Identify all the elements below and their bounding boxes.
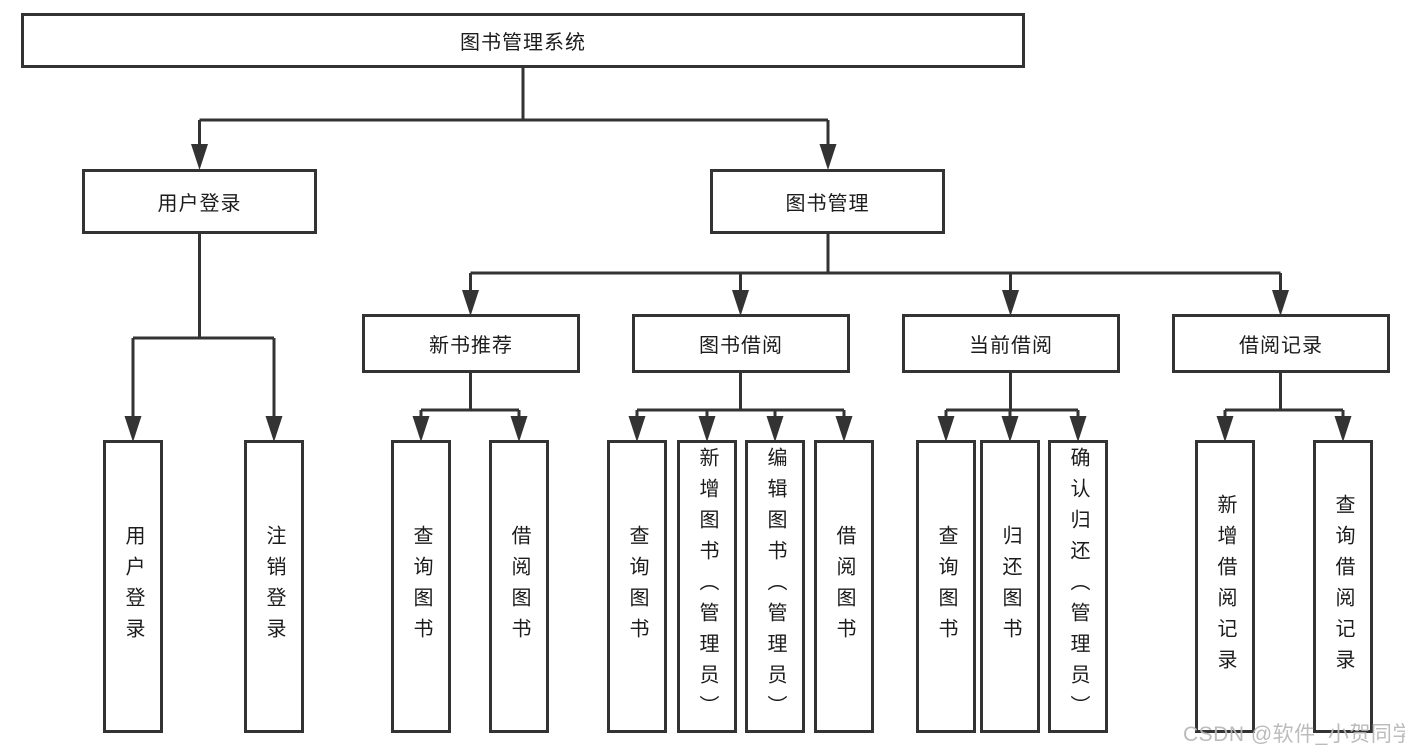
leaf-return-books: 归还图书 xyxy=(980,440,1040,733)
node-label: 图书管理系统 xyxy=(460,32,586,54)
node-label: 图书管理 xyxy=(785,193,870,215)
leaf-edit-books-admin: 编辑图书（管理员） xyxy=(745,440,805,733)
node-book-borrowing: 图书借阅 xyxy=(632,314,850,373)
leaf-borrow-books-recommend: 借阅图书 xyxy=(489,440,549,733)
node-label: 查询图书 xyxy=(626,524,648,649)
node-library-management-system: 图书管理系统 xyxy=(21,13,1025,68)
node-label: 查询图书 xyxy=(410,524,432,649)
node-label: 新增借阅记录 xyxy=(1214,493,1236,680)
leaf-logout: 注销登录 xyxy=(244,440,304,733)
node-label: 当前借阅 xyxy=(969,335,1053,357)
leaf-borrow-books-borrowing: 借阅图书 xyxy=(814,440,874,733)
node-label: 编辑图书（管理员） xyxy=(764,447,786,726)
node-label: 用户登录 xyxy=(122,524,144,649)
node-label: 归还图书 xyxy=(999,524,1021,649)
node-label: 借阅图书 xyxy=(508,524,530,649)
node-label: 图书借阅 xyxy=(699,335,783,357)
node-label: 用户登录 xyxy=(157,193,242,215)
node-label: 查询图书 xyxy=(935,524,957,649)
leaf-confirm-return-admin: 确认归还（管理员） xyxy=(1048,440,1108,733)
watermark: CSDN @软件_小贺同学 xyxy=(1183,723,1405,746)
node-new-book-recommendation: 新书推荐 xyxy=(362,314,580,373)
node-label: 查询借阅记录 xyxy=(1332,493,1354,680)
node-label: 借阅图书 xyxy=(833,524,855,649)
leaf-query-borrow-record: 查询借阅记录 xyxy=(1313,440,1373,733)
node-book-management: 图书管理 xyxy=(710,169,945,234)
node-borrowing-records: 借阅记录 xyxy=(1172,314,1390,373)
node-label: 确认归还（管理员） xyxy=(1067,447,1089,726)
leaf-query-books-recommend: 查询图书 xyxy=(391,440,451,733)
leaf-query-books-borrowing: 查询图书 xyxy=(607,440,667,733)
node-label: 新书推荐 xyxy=(429,335,513,357)
node-user-login: 用户登录 xyxy=(82,169,317,234)
node-label: 注销登录 xyxy=(263,524,285,649)
leaf-add-borrow-record: 新增借阅记录 xyxy=(1195,440,1255,733)
node-label: 新增图书（管理员） xyxy=(696,447,718,726)
leaf-add-books-admin: 新增图书（管理员） xyxy=(677,440,737,733)
leaf-user-login: 用户登录 xyxy=(103,440,163,733)
node-label: 借阅记录 xyxy=(1239,335,1323,357)
leaf-query-books-current: 查询图书 xyxy=(916,440,976,733)
node-current-borrowing: 当前借阅 xyxy=(902,314,1120,373)
